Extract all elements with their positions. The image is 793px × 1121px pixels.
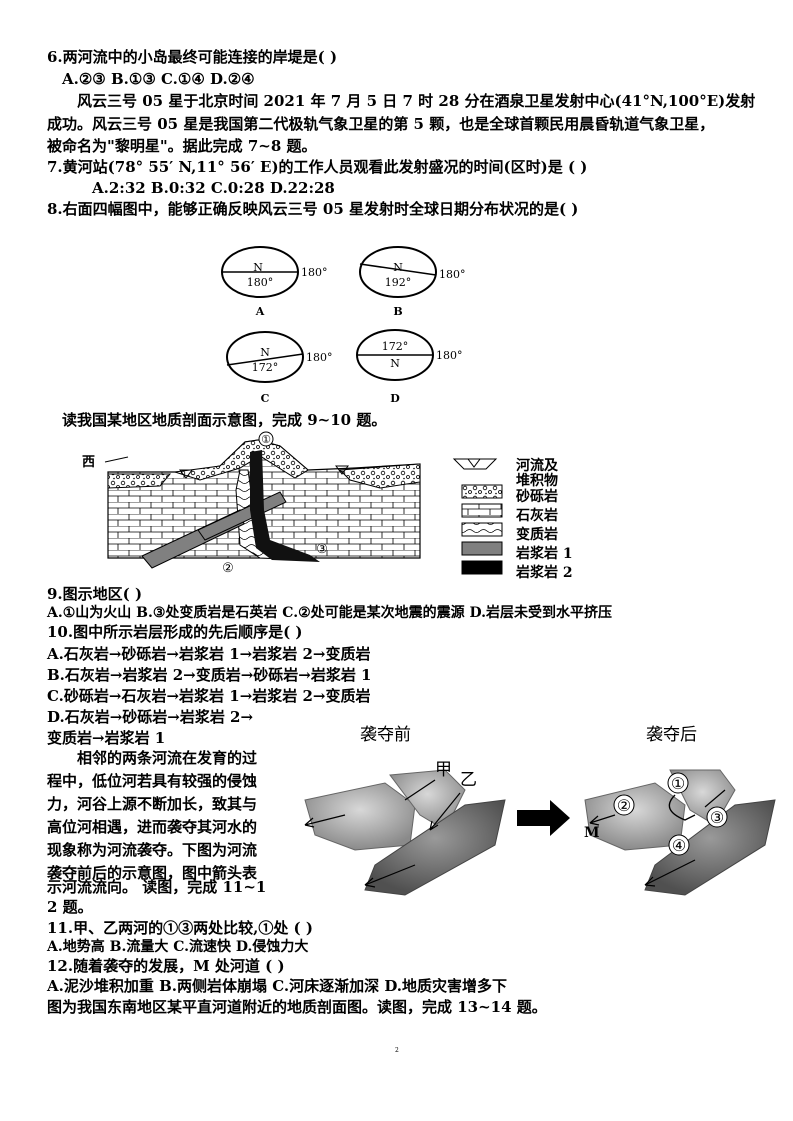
globe-a-side: 180° xyxy=(301,266,328,279)
q10-option-b: B.石灰岩→岩浆岩 2→变质岩→砂砾岩→岩浆岩 1 xyxy=(47,666,372,684)
q10-option-a: A.石灰岩→砂砾岩→岩浆岩 1→岩浆岩 2→变质岩 xyxy=(47,645,371,663)
before-title: 袭夺前 xyxy=(360,725,411,745)
passage-capture-8: 2 题。 xyxy=(47,898,93,916)
q6-options: A.②③ B.①③ C.①④ D.②④ xyxy=(62,70,255,88)
globe-d-deg: 172° xyxy=(382,340,409,353)
marker-3: ③ xyxy=(316,542,328,557)
legend-river-2: 堆积物 xyxy=(516,473,558,489)
legend-river-1: 河流及 xyxy=(516,458,558,474)
globe-c-letter: C xyxy=(261,392,270,405)
q10-option-d-1: D.石灰岩→砂砾岩→岩浆岩 2→ xyxy=(47,708,254,726)
passage-capture-2: 程中，低位河若具有较强的侵蚀 xyxy=(47,772,258,790)
q11-options: A.地势高 B.流量大 C.流速快 D.侵蚀力大 xyxy=(47,939,309,955)
passage-fy3-line2: 成功。风云三号 05 星是我国第二代极轨气象卫星的第 5 颗，也是全球首颗民用晨… xyxy=(47,115,715,133)
q10-stem: 10.图中所示岩层形成的先后顺序是( ) xyxy=(47,623,303,641)
passage-next: 图为我国东南地区某平直河道附近的地质剖面图。读图，完成 13~14 题。 xyxy=(47,998,547,1016)
q11-stem: 11.甲、乙两河的①③两处比较,①处 ( ) xyxy=(47,919,313,937)
globe-d-side: 180° xyxy=(436,349,463,362)
globe-c-deg: 172° xyxy=(252,361,279,374)
q9-stem: 9.图示地区( ) xyxy=(47,585,143,603)
legend-gravel: 砂砾岩 xyxy=(516,489,558,505)
globe-b-deg: 192° xyxy=(385,276,412,289)
globe-b: N 192° 180° B xyxy=(359,246,466,318)
passage-fy3-line1: 风云三号 05 星于北京时间 2021 年 7 月 5 日 7 时 28 分在酒… xyxy=(77,92,756,110)
label-m: M xyxy=(584,825,600,841)
q8-stem: 8.右面四幅图中，能够正确反映风云三号 05 星发射时全球日期分布状况的是( ) xyxy=(47,200,579,218)
q7-options: A.2:32 B.0:32 C.0:28 D.22:28 xyxy=(92,179,335,197)
q7-stem: 7.黄河站(78° 55′ N,11° 56′ E)的工作人员观看此发射盛况的时… xyxy=(47,158,588,176)
globe-b-side: 180° xyxy=(439,268,466,281)
legend-metamorphic: 变质岩 xyxy=(516,527,558,543)
globe-d-letter: D xyxy=(390,392,400,405)
capture-after: ① ② ③ ④ M xyxy=(584,769,776,896)
q9-options: A.①山为火山 B.③处变质岩是石英岩 C.②处可能是某次地震的震源 D.岩层未… xyxy=(47,605,613,621)
label-jia: 甲 xyxy=(435,760,452,780)
q12-stem: 12.随着袭夺的发展，M 处河道 ( ) xyxy=(47,957,285,975)
globe-b-pole: N xyxy=(393,261,403,274)
after-title: 袭夺后 xyxy=(646,725,697,745)
legend-limestone: 石灰岩 xyxy=(516,508,558,524)
west-arrow xyxy=(104,456,129,463)
globe-a-pole: N xyxy=(253,261,263,274)
after-marker-2: ② xyxy=(617,796,631,815)
passage-capture-7: 示河流流向。 读图，完成 11~1 xyxy=(47,878,267,896)
passage-capture-3: 力，河谷上源不断加长，致其与 xyxy=(47,795,258,813)
legend-magma-1: 岩浆岩 1 xyxy=(516,546,573,562)
west-label: 西 xyxy=(82,455,95,470)
passage-capture-5: 现象称为河流袭夺。下图为河流 xyxy=(47,841,258,859)
passage-capture-6: 袭夺前后的示意图，图中箭头表 xyxy=(47,864,258,882)
globe-a-deg: 180° xyxy=(247,276,274,289)
marker-2: ② xyxy=(222,561,234,576)
passage-geo: 读我国某地区地质剖面示意图，完成 9~10 题。 xyxy=(62,411,387,429)
geo-section-figure: 西 ① ② ③ xyxy=(82,431,421,576)
globe-a: N 180° 180° A xyxy=(221,246,328,318)
passage-capture-4: 高位河相遇，进而袭夺其河水的 xyxy=(47,818,258,836)
passage-fy3-line3: 被命名为"黎明星"。据此完成 7~8 题。 xyxy=(47,137,317,155)
after-marker-3: ③ xyxy=(710,808,724,827)
q10-option-c: C.砂砾岩→石灰岩→岩浆岩 1→岩浆岩 2→变质岩 xyxy=(47,687,371,705)
q12-options: A.泥沙堆积加重 B.两侧岩体崩塌 C.河床逐渐加深 D.地质灾害增多下 xyxy=(47,977,508,995)
globe-d-pole: N xyxy=(390,357,400,370)
transition-arrow xyxy=(517,800,570,836)
passage-capture-1: 相邻的两条河流在发育的过 xyxy=(77,749,258,767)
globe-c: N 172° 180° C xyxy=(226,331,333,405)
date-globes-figure: N 180° 180° A N 192° 180° B N 172° 180° … xyxy=(221,246,466,405)
label-yi: 乙 xyxy=(460,770,477,790)
page-number: 2 xyxy=(395,1047,399,1054)
globe-a-letter: A xyxy=(255,305,265,318)
q6-stem: 6.两河流中的小岛最终可能连接的岸堤是( ) xyxy=(47,48,338,66)
after-marker-1: ① xyxy=(671,774,685,793)
globe-d: 172° N 180° D xyxy=(356,329,463,405)
globe-c-side: 180° xyxy=(306,351,333,364)
globe-b-letter: B xyxy=(393,305,402,318)
geo-legend-symbols xyxy=(452,458,503,575)
capture-before: 甲 乙 xyxy=(304,760,506,896)
globe-c-pole: N xyxy=(260,346,270,359)
after-marker-4: ④ xyxy=(672,836,686,855)
legend-magma-2: 岩浆岩 2 xyxy=(516,565,573,581)
river-capture-figure: 甲 乙 ① ② ③ ④ M xyxy=(304,760,776,896)
q10-option-d-2: 变质岩→岩浆岩 1 xyxy=(47,729,166,747)
marker-1: ① xyxy=(261,433,271,446)
